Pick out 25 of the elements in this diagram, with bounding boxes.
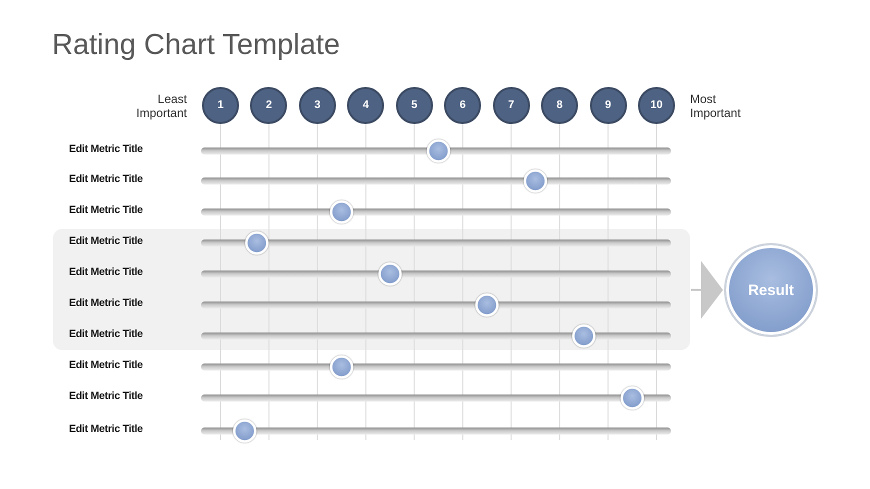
- metric-title: Edit Metric Title: [69, 143, 143, 156]
- metric-title: Edit Metric Title: [69, 235, 143, 248]
- metric-title: Edit Metric Title: [69, 173, 143, 186]
- metric-title: Edit Metric Title: [69, 423, 143, 436]
- chevron-arrow: [691, 260, 723, 319]
- number-circle: 4: [347, 86, 384, 124]
- number-circle: 1: [202, 86, 239, 124]
- metric-title: Edit Metric Title: [69, 390, 143, 403]
- metric-title: Edit Metric Title: [69, 297, 143, 310]
- metric-title: Edit Metric Title: [69, 359, 143, 372]
- number-circle: 7: [492, 86, 530, 124]
- title: Rating Chart Template: [52, 28, 340, 63]
- number-circle: 9: [590, 86, 627, 124]
- number-circle: 6: [444, 86, 482, 124]
- number-circle: 8: [541, 86, 578, 124]
- scale-label: Most Important: [690, 92, 742, 120]
- number-circle: 5: [396, 86, 433, 124]
- number-circle: 10: [638, 86, 675, 124]
- metric-title: Edit Metric Title: [69, 266, 143, 279]
- metric-title: Edit Metric Title: [69, 204, 143, 217]
- result-circle: Result: [724, 243, 818, 337]
- number-circle: 2: [250, 86, 288, 124]
- scale-label: Least Important: [135, 92, 187, 120]
- metric-title: Edit Metric Title: [69, 328, 143, 341]
- number-circle: 3: [298, 86, 336, 124]
